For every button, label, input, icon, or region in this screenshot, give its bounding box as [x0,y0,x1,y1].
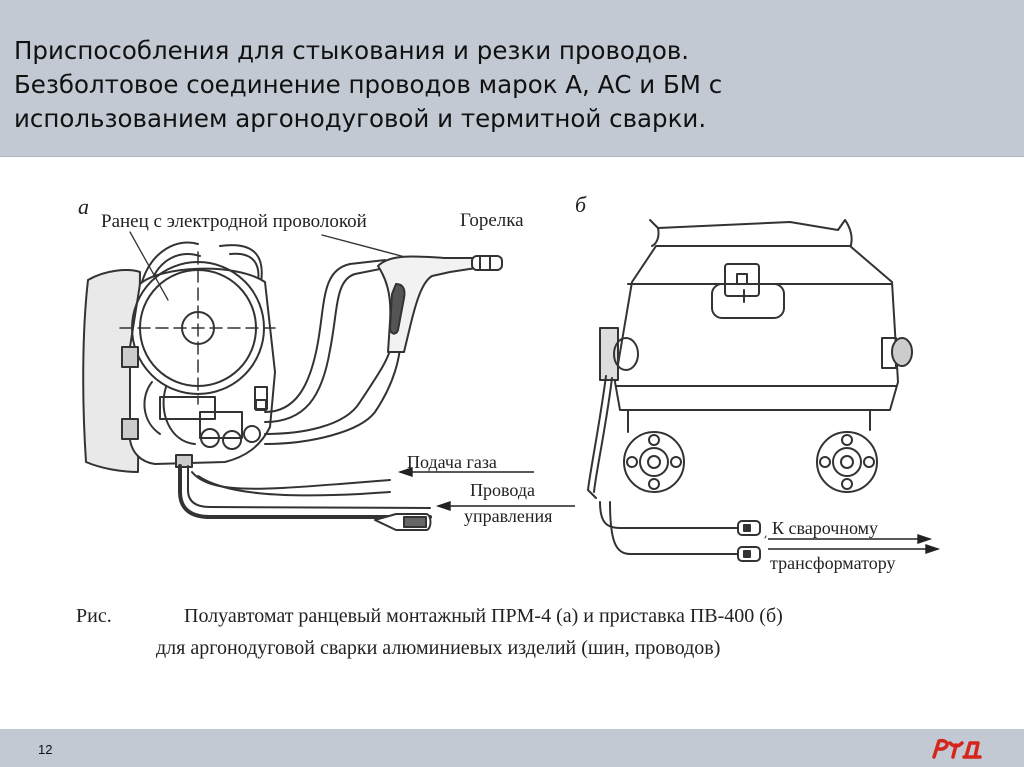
label-part-b: б [575,192,587,217]
wheel-right [816,431,878,493]
caption-line-2: для аргонодуговой сварки алюминиевых изд… [156,637,720,659]
welding-torch [321,234,503,353]
rzd-logo-icon [932,738,982,759]
backpack-unit [82,241,432,519]
label-control-wires-2: управления [464,506,552,526]
title-line-2: Безболтовое соединение проводов марок А,… [14,70,723,99]
label-part-a: а [78,194,89,219]
caption-line-1: Полуавтомат ранцевый монтажный ПРМ-4 (а)… [184,605,783,627]
label-control-wires-1: Провода [470,480,535,500]
control-connector [374,513,432,531]
attachment-unit [587,219,913,562]
label-torch: Горелка [460,210,524,231]
label-transformer-2: трансформатору [770,553,896,573]
figure-drawing: а б Ранец с электродной проволокой Горел… [76,192,941,659]
slide-header: Приспособления для стыкования и резки пр… [0,0,1024,157]
label-transformer-1: К сварочному [772,518,878,538]
wheel-left [623,431,685,493]
torch-hose [264,259,401,445]
label-gas-supply: Подача газа [407,452,497,472]
label-backpack: Ранец с электродной проволокой [101,211,367,232]
title-line-1: Приспособления для стыкования и резки пр… [14,36,690,65]
caption-prefix: Рис. [76,605,112,627]
page-number: 12 [38,742,53,757]
slide-footer: 12 [0,729,1024,767]
figure-welding-equipment: а б Ранец с электродной проволокой Горел… [60,172,970,692]
title-line-3: использованием аргонодуговой и термитной… [14,104,707,133]
flow-arrows [397,467,941,554]
slide-title: Приспособления для стыкования и резки пр… [14,34,1004,136]
